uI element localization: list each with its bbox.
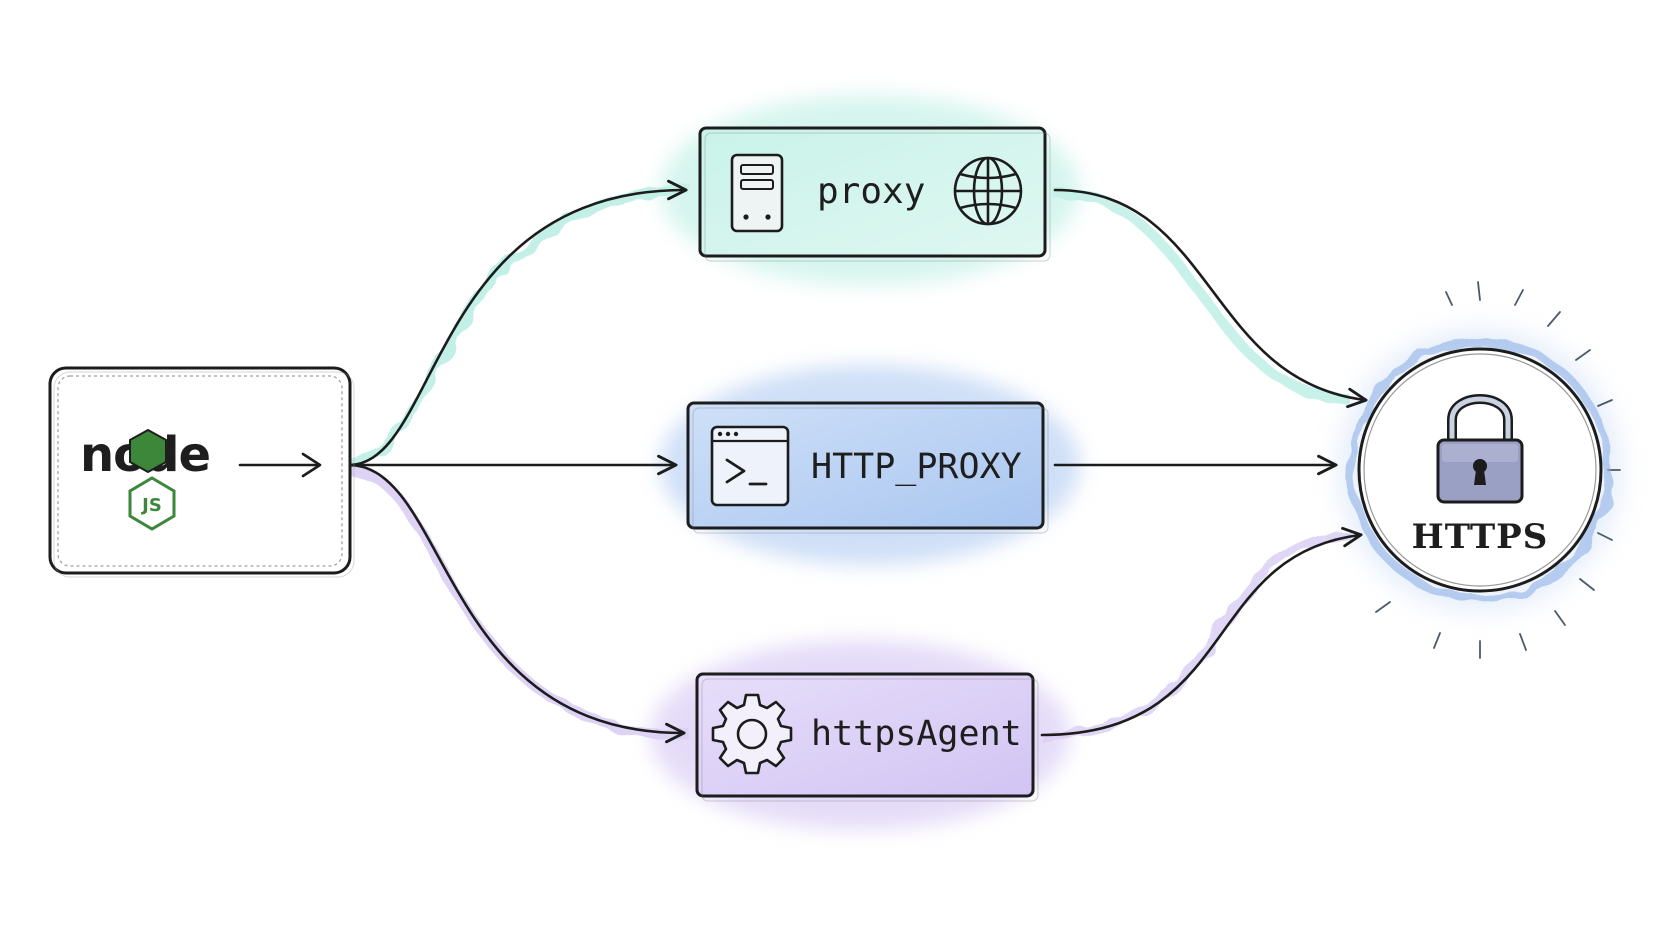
gear-icon [711,693,793,775]
js-badge-text: JS [140,495,162,516]
purple-trail-out [1039,530,1351,740]
node-box-shadow-stroke [53,371,355,578]
proxy-label: proxy [817,171,925,212]
https-agent-box-frame [695,672,1035,798]
proxy-box: proxy [698,126,1051,262]
https-label: HTTPS [1412,517,1549,557]
proxy-box-frame [698,126,1047,258]
purple-trail-in [349,465,691,740]
https-agent-label: httpsAgent [811,714,1022,754]
edge-proxy-https [1053,188,1368,409]
https-circle-inner-stroke [1363,353,1597,587]
proxy-box-sketch-stroke [704,132,1051,262]
teal-trail-out [1051,187,1351,405]
padlock-icon [1436,394,1524,504]
edge-https-agent-https [1040,526,1363,737]
burst-lines [1375,281,1621,659]
http-proxy-label: HTTP_PROXY [811,447,1022,487]
node-box-frame [48,366,352,575]
globe-icon [953,156,1023,226]
http-proxy-box: HTTP_PROXY [686,401,1049,534]
http-proxy-box-sketch-stroke [692,407,1049,534]
node-box-inner-frame [57,375,343,567]
connectors [348,179,1368,744]
teal-trail-in [349,185,691,467]
terminal-icon [710,425,790,507]
server-icon [730,153,784,233]
https-target: HTTPS [1348,281,1621,659]
edge-node-proxy [348,179,688,467]
node-source-box: node JS [48,366,355,578]
https-agent-box-sketch-stroke [701,678,1039,802]
arrow-right-icon [238,452,322,478]
js-hex-icon [128,476,176,531]
edge-node-https-agent [348,463,686,744]
https-agent-box: httpsAgent [695,672,1039,802]
node-hex-icon [129,428,167,474]
